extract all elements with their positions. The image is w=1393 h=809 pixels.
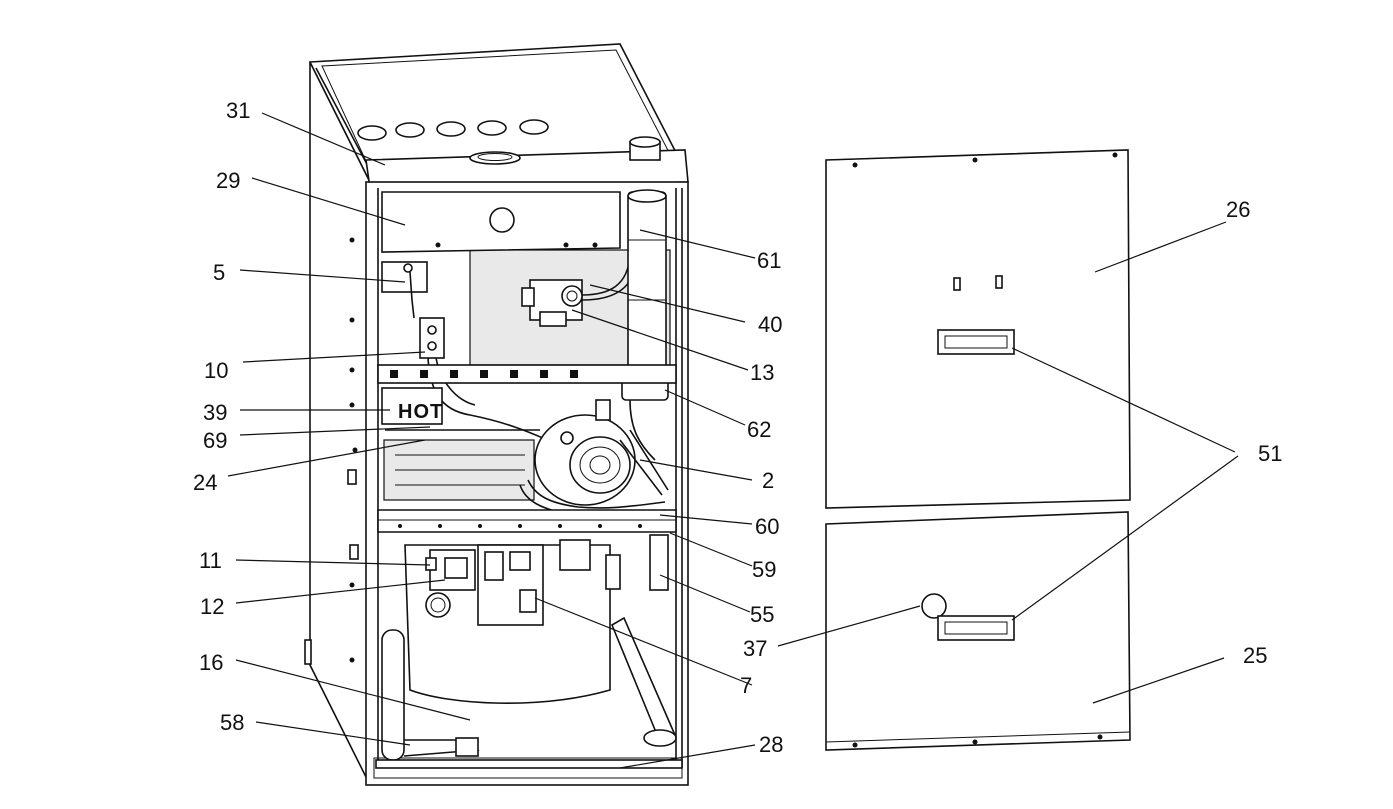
callout-13: 13 [750, 360, 774, 385]
callout-2: 2 [762, 468, 774, 493]
callout-58: 58 [220, 710, 244, 735]
callout-29: 29 [216, 168, 240, 193]
hot-warning-text: HOT [398, 401, 443, 423]
callout-55: 55 [750, 602, 774, 627]
return-tube [381, 629, 405, 761]
callout-16: 16 [199, 650, 223, 675]
vent-pipe [621, 189, 669, 461]
filter-bracket [649, 534, 669, 591]
burner-support-rail [377, 364, 677, 384]
upper-door-26 [825, 149, 1131, 509]
callout-26: 26 [1226, 197, 1250, 222]
upper-compartment [377, 189, 677, 461]
callout-7: 7 [740, 673, 752, 698]
burner-row [357, 119, 549, 141]
hot-surface-igniter-plate [381, 387, 443, 425]
callout-37: 37 [743, 636, 767, 661]
cabinet-left-side-panel [309, 61, 371, 786]
side-panel-holes [304, 237, 359, 665]
sight-glass [921, 593, 947, 619]
callout-25: 25 [1243, 643, 1267, 668]
blower-relay [559, 539, 591, 571]
door-screw-left [953, 277, 961, 291]
gas-valve [521, 279, 583, 327]
callout-10: 10 [204, 358, 228, 383]
lower-door-25 [825, 511, 1131, 751]
transformer [425, 549, 476, 591]
callout-39: 39 [203, 400, 227, 425]
callout-5: 5 [213, 260, 225, 285]
blower-deck [377, 509, 677, 533]
callout-12: 12 [200, 594, 224, 619]
leader-lines [227, 112, 1239, 769]
control-board [477, 544, 544, 626]
rollout-switch [419, 317, 445, 359]
callout-51: 51 [1258, 441, 1282, 466]
callout-61: 61 [757, 248, 781, 273]
door-screw-right [995, 275, 1003, 289]
inducer-motor [534, 399, 669, 506]
inducer-compartment: HOT [377, 387, 677, 533]
callout-31: 31 [226, 98, 250, 123]
callout-60: 60 [755, 514, 779, 539]
callout-62: 62 [747, 417, 771, 442]
callout-24: 24 [193, 470, 217, 495]
callout-40: 40 [758, 312, 782, 337]
bottom-rail [375, 759, 683, 769]
callout-59: 59 [752, 557, 776, 582]
callout-11: 11 [199, 548, 222, 573]
upper-door-handle [937, 329, 1015, 355]
callout-labels: 31 29 5 10 39 69 24 11 12 16 58 61 40 13… [193, 98, 1282, 757]
callout-28: 28 [759, 732, 783, 757]
lower-door-handle [937, 615, 1015, 641]
callout-69: 69 [203, 428, 227, 453]
